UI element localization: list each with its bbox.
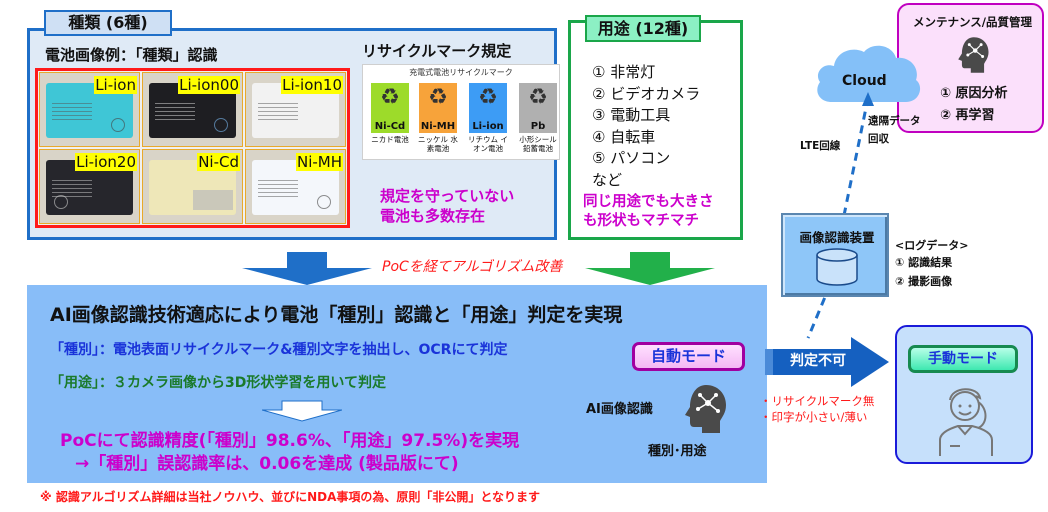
recycle-icon	[54, 195, 68, 209]
recycle-icon	[111, 118, 125, 132]
poc-label: PoCを経てアルゴリズム改善	[382, 259, 563, 275]
fail-arrow	[765, 337, 889, 387]
recycle-mark-liion: ♻Li-ion	[469, 83, 507, 133]
usage-list: ① 非常灯 ② ビデオカメラ ③ 電動工具 ④ 自転車 ⑤ パソコン など	[592, 62, 700, 191]
log-item: ① 認識結果	[895, 256, 953, 269]
recycle-warning: 規定を守っていない 電池も多数存在	[380, 187, 515, 225]
recycle-icon	[317, 195, 331, 209]
usage-panel	[568, 20, 743, 240]
recycle-mark-sub: ニカド電池	[371, 135, 409, 144]
fail-reasons: ・リサイクルマーク無 ・印字が小さい/薄い	[760, 394, 875, 424]
types-subtitle: 電池画像例：「種類」認識	[45, 46, 218, 64]
recycle-mark-title: リサイクルマーク規定	[362, 42, 512, 60]
battery-type-label: Li-ion10	[281, 76, 343, 94]
device-title: 画像認識装置	[799, 230, 875, 245]
usage-tab: 用途 (12種)	[585, 15, 701, 42]
recycle-icon: ♻	[478, 85, 498, 110]
auto-mode-button[interactable]: 自動モード	[632, 342, 745, 371]
usage-item: ① 非常灯	[592, 63, 656, 81]
maintenance-title: メンテナンス/品質管理	[913, 15, 1032, 29]
recycle-mark-pb: ♻Pb	[519, 83, 557, 133]
recycle-icon: ♻	[428, 85, 448, 110]
usage-recognition-desc: 「用途」：３カメラ画像から3D形状学習を用いて判定	[50, 375, 386, 391]
green-down-arrow	[585, 252, 715, 285]
ai-head-icon	[958, 37, 989, 73]
recycle-mark-nimh: ♻Ni-MH	[419, 83, 457, 133]
battery-type-label: Ni-MH	[295, 153, 343, 171]
battery-photo: Li-ion00	[142, 72, 243, 147]
battery-type-label: Li-ion00	[178, 76, 240, 94]
battery-photo: Li-ion	[39, 72, 140, 147]
device-link-line	[806, 284, 832, 339]
battery-type-label: Ni-Cd	[197, 153, 240, 171]
lte-label: LTE回線	[800, 140, 841, 152]
remote-data-label: 遠隔データ 回収	[868, 115, 921, 145]
recycle-mark-card: 充電式電池リサイクルマーク ♻Ni-Cd ♻Ni-MH ♻Li-ion ♻Pb …	[362, 64, 560, 160]
usage-item: など	[592, 170, 623, 189]
recycle-mark-sub: リチウム イオン電池	[468, 135, 508, 153]
battery-type-label: Li-ion	[94, 76, 137, 94]
recycle-icon: ♻	[528, 85, 548, 110]
white-down-arrow	[262, 400, 342, 422]
accuracy-result: PoCにて認識精度(「種別」98.6%、「用途」97.5%)を実現	[60, 431, 520, 451]
ai-recognition-sub: 種別･用途	[648, 444, 707, 459]
battery-photo: Li-ion10	[245, 72, 346, 147]
main-title: AI画像認識技術適応により電池「種別」認識と「用途」判定を実現	[50, 304, 623, 326]
usage-item: ② ビデオカメラ	[592, 84, 701, 103]
usage-warning: 同じ用途でも大きさ も形状もマチマチ	[583, 194, 714, 229]
database-icon	[816, 248, 858, 286]
cloud-icon	[817, 45, 921, 102]
ai-head-icon	[685, 385, 726, 433]
lte-link-line	[838, 97, 870, 236]
battery-photo: Li-ion20	[39, 149, 140, 224]
arrowhead-icon	[862, 92, 874, 106]
operator-icon	[939, 388, 993, 456]
main-panel	[27, 285, 767, 483]
blue-down-arrow	[242, 252, 372, 285]
ai-recognition-label: AI画像認識	[586, 402, 653, 417]
type-recognition-desc: 「種別」：電池表面リサイクルマーク&種別文字を抽出し、OCRにて判定	[50, 342, 508, 358]
usage-item: ④ 自転車	[592, 127, 656, 146]
maintenance-item: ① 原因分析	[940, 86, 1008, 101]
battery-photo-grid: Li-ion Li-ion00 Li-ion10 Li-ion20 Ni-Cd …	[35, 68, 350, 228]
error-rate-result: →「種別」誤認識率は、0.06を達成 (製品版にて)	[75, 454, 459, 474]
recycle-mark-sub: ニッケル 水素電池	[418, 135, 458, 153]
battery-photo: Ni-MH	[245, 149, 346, 224]
cloud-label: Cloud	[842, 73, 887, 89]
recycle-card-title: 充電式電池リサイクルマーク	[409, 68, 513, 77]
usage-item: ⑤ パソコン	[592, 149, 671, 167]
usage-item: ③ 電動工具	[592, 106, 671, 124]
manual-mode-button[interactable]: 手動モード	[908, 345, 1018, 373]
recycle-icon: ♻	[380, 85, 400, 110]
maintenance-item: ② 再学習	[940, 108, 995, 123]
recycle-mark-sub: 小形シール 鉛蓄電池	[519, 135, 557, 153]
log-item: ② 撮影画像	[895, 275, 953, 288]
battery-photo: Ni-Cd	[142, 149, 243, 224]
types-tab: 種類 (6種)	[44, 10, 172, 36]
recycle-icon	[214, 118, 228, 132]
battery-type-label: Li-ion20	[75, 153, 137, 171]
log-data-title: <ログデータ>	[895, 239, 969, 252]
footnote: ※ 認識アルゴリズム詳細は当社ノウハウ、並びにNDA事項の為、原則「非公開」とな…	[40, 490, 541, 504]
recycle-mark-nicd: ♻Ni-Cd	[371, 83, 409, 133]
fail-label: 判定不可	[790, 353, 846, 369]
